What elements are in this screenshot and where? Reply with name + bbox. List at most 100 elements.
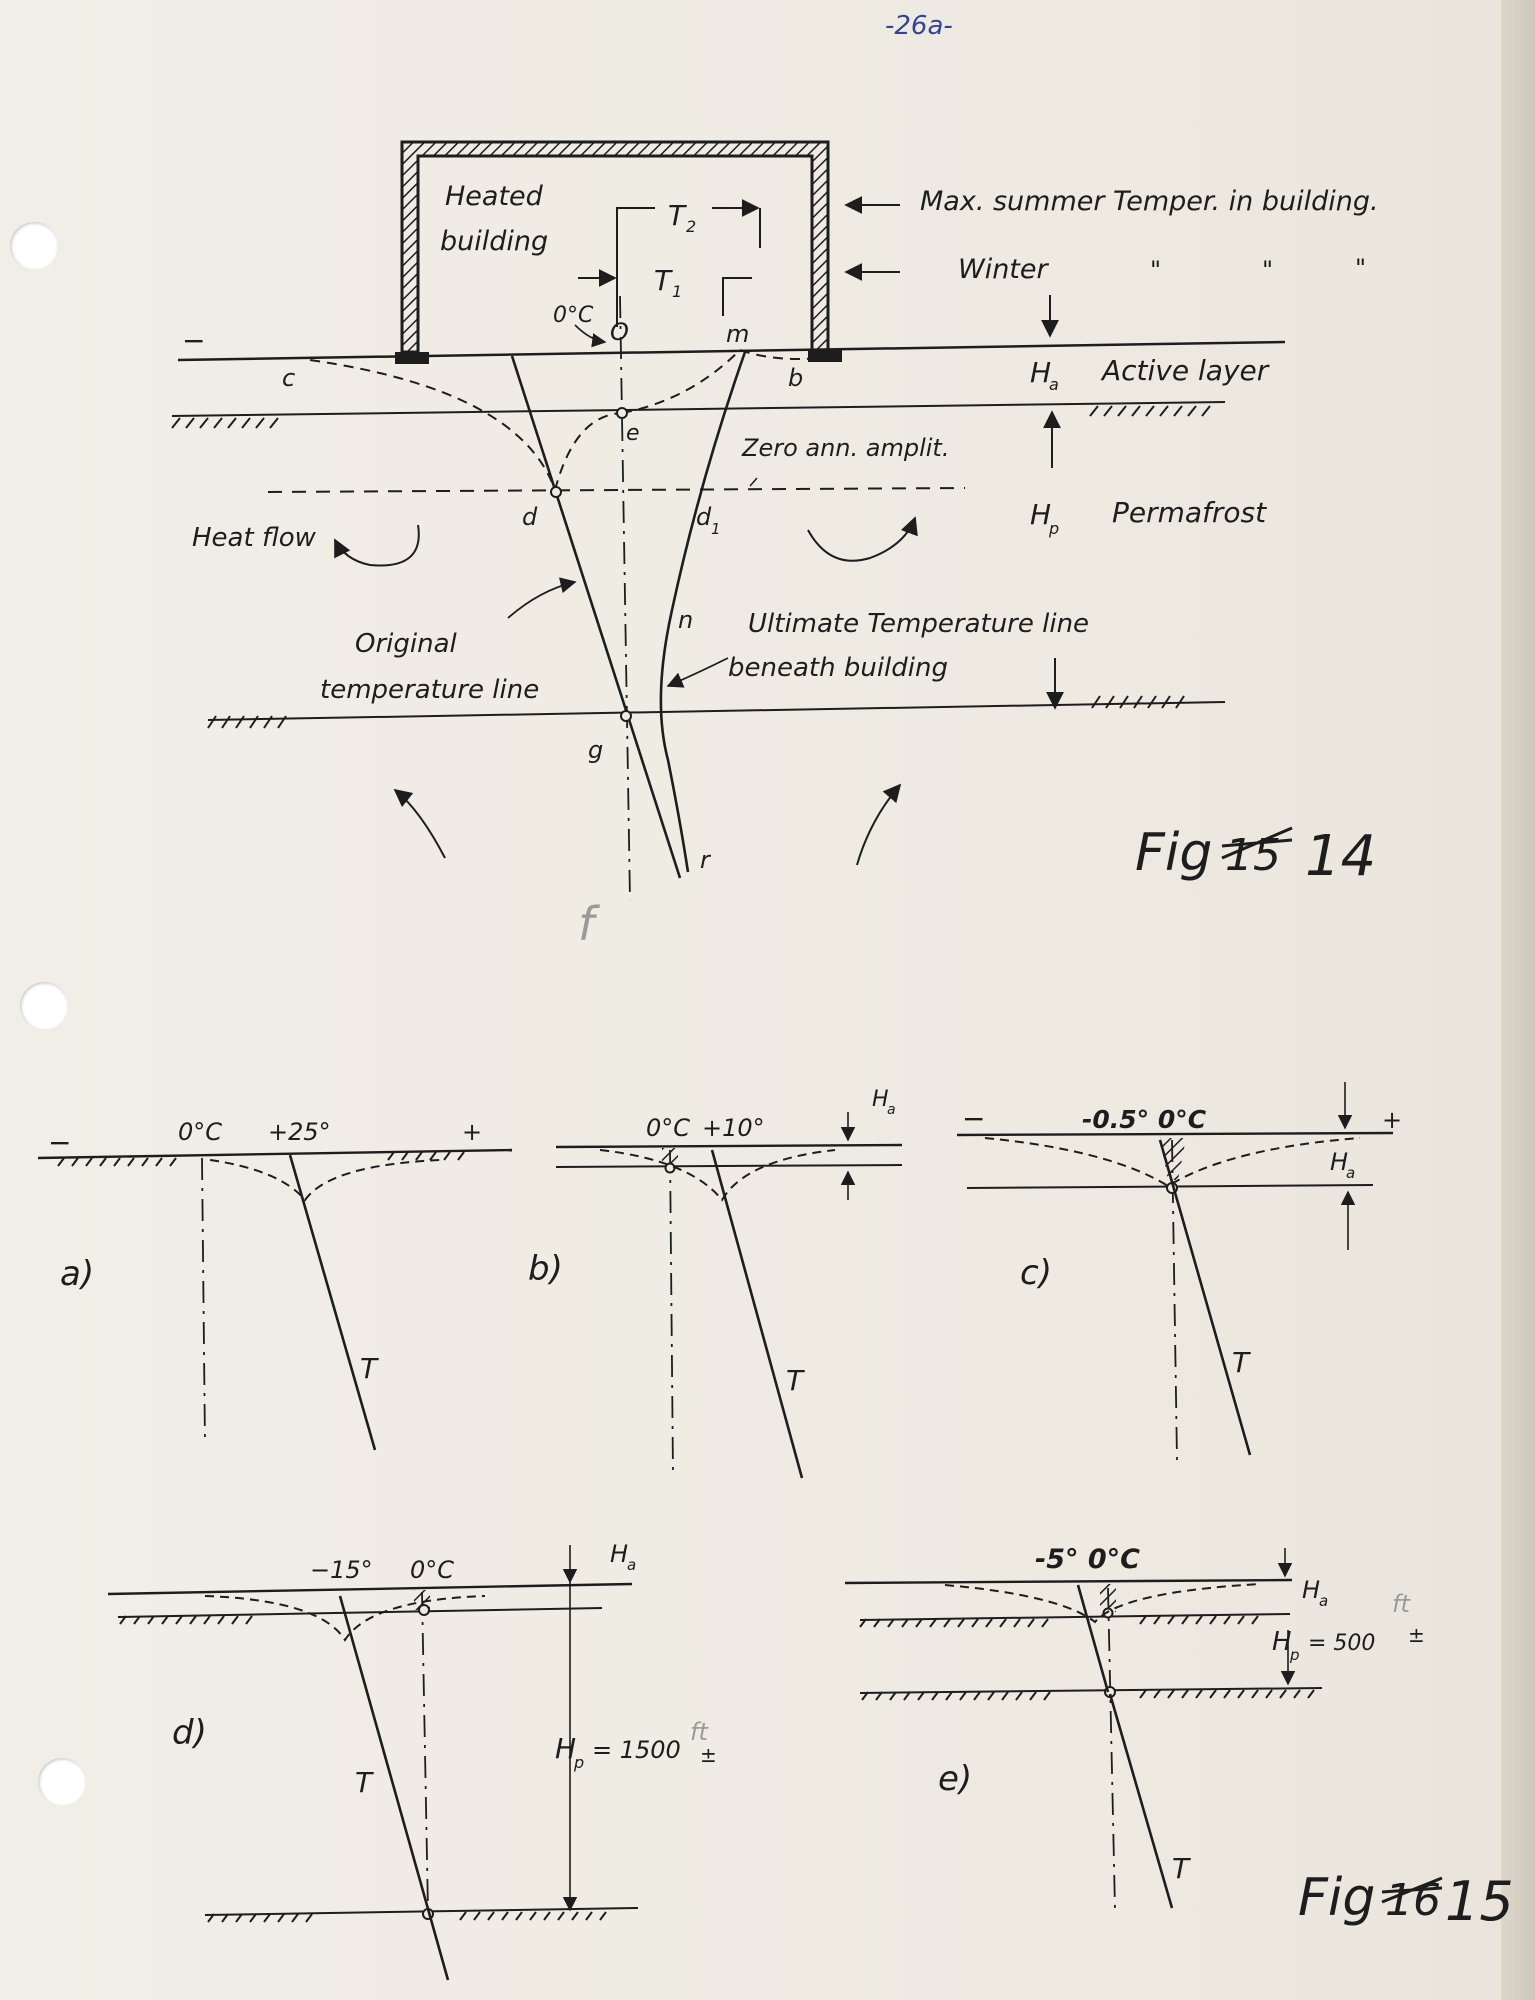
panel-d-temp-left: −15° — [310, 1556, 373, 1584]
fig14-caption-number: 14 — [1305, 824, 1376, 889]
panel-e-hp-subscript: p — [1289, 1646, 1300, 1664]
panel-d-active-bottom — [117, 1607, 603, 1618]
panel-c-temps: -0.5° 0°C — [1082, 1105, 1207, 1134]
t1-bracket-right — [722, 277, 752, 316]
label-active-layer: Active layer — [1100, 354, 1270, 387]
hatch-right-active — [1089, 405, 1211, 417]
panel-d-ha-subscript: a — [627, 1556, 636, 1574]
panel-d-hatch-permafrost — [207, 1911, 607, 1923]
panel-d-hp-value: = 1500 — [592, 1736, 681, 1764]
label-d: d — [522, 503, 538, 531]
panel-d-dashed-curve — [204, 1595, 486, 1642]
panel-b-active-bottom — [555, 1164, 903, 1168]
panel-a-label: a) — [60, 1254, 94, 1294]
panel-e-point-top — [1102, 1607, 1114, 1619]
ground-surface-line — [177, 340, 1286, 362]
fig15-caption-word: Fig — [1298, 1868, 1375, 1928]
panel-e-ha: H — [1302, 1576, 1320, 1604]
binder-hole-bottom — [38, 1758, 86, 1806]
panel-d-hp-pm: ± — [700, 1743, 717, 1767]
figure-14: Heated building T 2 T 1 Max. summer Temp… — [171, 140, 1379, 951]
figure-15-panel-c: -0.5° 0°C − + H a T c) — [956, 1082, 1402, 1461]
panel-e-temperature-line-upper — [1076, 1584, 1110, 1693]
label-winter: Winter — [958, 254, 1050, 285]
label-zero-c: 0°C — [553, 303, 594, 328]
panel-d-t: T — [355, 1766, 374, 1799]
label-building: building — [440, 226, 548, 257]
panel-e-temperature-line-lower — [1108, 1693, 1174, 1909]
panel-b-hatched-core — [662, 1148, 678, 1164]
panel-e-hp-value: = 500 — [1308, 1631, 1375, 1656]
panel-b-ha: H — [872, 1087, 889, 1112]
zero-annual-amplitude-line — [267, 487, 966, 493]
panel-d-hatch-active — [119, 1615, 253, 1625]
point-g — [620, 710, 632, 722]
label-heated: Heated — [445, 181, 544, 212]
label-m: m — [726, 320, 749, 348]
panel-e-hatched-core — [1100, 1584, 1116, 1612]
zero-ann-pointer — [749, 477, 758, 487]
panel-b-ha-subscript: a — [887, 1102, 896, 1118]
hatch-right-permafrost — [1091, 695, 1185, 709]
panel-b-label: b) — [528, 1249, 563, 1289]
panel-e-hp: H — [1272, 1627, 1292, 1657]
panel-e-hp-unit: ft — [1392, 1590, 1411, 1618]
hatch-left-active — [171, 417, 279, 429]
panel-c-minus: − — [962, 1102, 985, 1135]
panel-b-dashed-curve — [599, 1149, 836, 1202]
zero-c-pointer — [574, 324, 607, 348]
panel-b-centerline — [669, 1149, 674, 1476]
t2-bracket-left — [616, 207, 655, 327]
dashed-curve-e-m — [621, 349, 741, 414]
original-temperature-line — [510, 355, 682, 879]
label-e: e — [626, 421, 640, 446]
building-footing-left — [395, 352, 429, 364]
panel-b-temp-right: +10° — [702, 1114, 765, 1142]
label-b: b — [788, 364, 803, 392]
figure-15-panel-a: 0°C +25° − + T a) — [37, 1118, 513, 1451]
label-ha-subscript: a — [1049, 375, 1059, 394]
label-d1: d — [696, 503, 712, 531]
figure-15-panel-e: -5° 0°C H a H p = 500 ft ± T e) — [844, 1544, 1425, 1911]
heat-flow-arrow-right — [807, 516, 918, 562]
label-original-1: Original — [355, 629, 458, 659]
panel-c-ha-subscript: a — [1346, 1164, 1355, 1182]
panel-e-dashed-curve — [944, 1583, 1261, 1624]
panel-c-ground — [956, 1131, 1394, 1137]
label-ditto-3: " — [1355, 254, 1366, 282]
panel-e-permafrost-bottom — [859, 1687, 1323, 1694]
panel-d-ha: H — [610, 1540, 628, 1568]
figure-15-panel-b: 0°C +10° H a T b) — [528, 1087, 903, 1479]
heat-flow-arrow-lower-left — [393, 788, 446, 859]
panel-b-ground — [555, 1143, 903, 1149]
panel-a-plus: + — [462, 1118, 482, 1146]
panel-a-minus: − — [48, 1126, 71, 1159]
panel-e-centerline — [1107, 1587, 1116, 1911]
label-ditto-2: " — [1262, 256, 1273, 284]
label-ultimate-1: Ultimate Temperature line — [748, 609, 1089, 639]
label-original-2: temperature line — [320, 675, 539, 705]
label-permafrost: Permafrost — [1112, 496, 1267, 529]
panel-a-temp-left: 0°C — [178, 1118, 222, 1146]
panel-e-temps: -5° 0°C — [1035, 1544, 1140, 1575]
label-hp: H — [1030, 498, 1051, 531]
panel-b-temperature-line — [710, 1149, 804, 1479]
panel-a-temperature-line — [288, 1154, 377, 1451]
panel-a-dashed-curve — [209, 1159, 441, 1202]
hatch-left-permafrost — [207, 715, 287, 729]
panel-d-hp: H — [555, 1732, 576, 1765]
label-minus: − — [182, 324, 205, 357]
fig15-caption-number: 15 — [1445, 1870, 1514, 1933]
heat-flow-arrow-left — [334, 524, 420, 567]
panel-c-temperature-line — [1158, 1139, 1252, 1456]
panel-d-label: d) — [172, 1713, 207, 1753]
panel-e-label: e) — [938, 1759, 972, 1799]
dashed-curve-c-d — [309, 359, 556, 491]
fig15-strike-2 — [1381, 1886, 1443, 1894]
panel-d-centerline — [421, 1591, 429, 1913]
label-t2-subscript: 2 — [686, 217, 696, 236]
heat-flow-arrow-lower-right — [856, 783, 902, 866]
panel-e-ha-subscript: a — [1319, 1592, 1328, 1610]
panel-c-t: T — [1232, 1346, 1251, 1379]
